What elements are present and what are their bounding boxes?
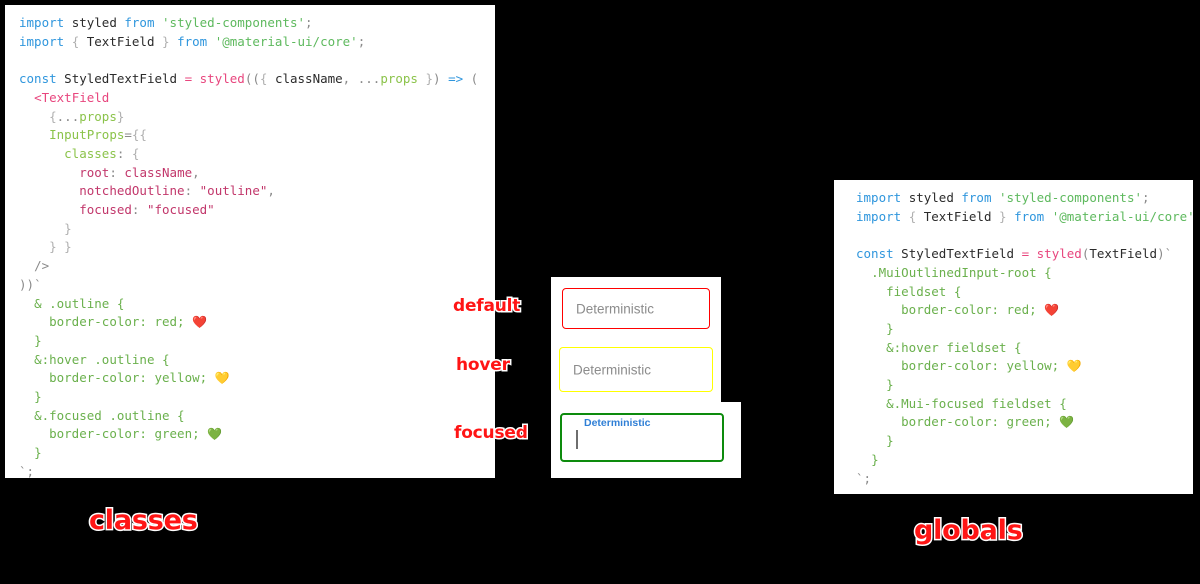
code-line: } xyxy=(34,332,42,348)
code-line: & .outline { xyxy=(34,295,125,311)
code-line: classes: { xyxy=(64,145,140,161)
code-line: } xyxy=(886,320,894,336)
demo-band-default: Deterministic xyxy=(551,277,721,339)
code-line: fieldset { xyxy=(886,283,962,299)
tag-hover: hover xyxy=(455,354,512,377)
code-line: /> xyxy=(34,258,50,274)
textfield-focused[interactable]: Deterministic xyxy=(560,413,724,462)
code-line: `; xyxy=(856,470,872,486)
code-line: import styled from 'styled-components'; xyxy=(19,15,313,30)
code-line: &.focused .outline { xyxy=(34,407,185,423)
code-line: } xyxy=(34,445,42,461)
code-line: &:hover fieldset { xyxy=(886,339,1022,355)
code-line: } } xyxy=(49,239,72,255)
code-line: focused: "focused" xyxy=(79,202,215,218)
tag-focused: focused xyxy=(453,422,530,445)
text-cursor-icon xyxy=(576,430,578,449)
code-line: InputProps={{ xyxy=(49,127,147,143)
code-panel-globals: import styled from 'styled-components'; i… xyxy=(834,180,1193,494)
demo-band-hover: Deterministic xyxy=(551,339,721,402)
demo-band-focused: Deterministic xyxy=(551,402,741,478)
textfield-focused-floating-label: Deterministic xyxy=(580,417,655,429)
code-line: border-color: red; ❤️ xyxy=(901,302,1060,318)
code-line: &:hover .outline { xyxy=(34,351,170,367)
code-line: {...props} xyxy=(49,108,125,124)
code-line: } xyxy=(34,389,42,405)
code-line: <TextField xyxy=(34,89,110,105)
textfield-hover-label: Deterministic xyxy=(573,362,652,377)
code-line: &.Mui-focused fieldset { xyxy=(886,395,1067,411)
code-line xyxy=(856,226,1193,245)
code-line xyxy=(19,51,495,70)
code-line: `; xyxy=(19,463,35,478)
code-line: root: className, xyxy=(79,164,200,180)
code-line: border-color: yellow; 💛 xyxy=(49,370,230,386)
code-line: border-color: red; ❤️ xyxy=(49,314,208,330)
code-line: border-color: green; 💚 xyxy=(49,426,223,442)
tag-globals: globals xyxy=(913,514,1025,548)
textfield-hover[interactable]: Deterministic xyxy=(559,347,713,392)
code-line: border-color: yellow; 💛 xyxy=(901,358,1082,374)
code-panel-classes: import styled from 'styled-components'; i… xyxy=(5,5,495,478)
textfield-default[interactable]: Deterministic xyxy=(562,288,710,329)
code-line: const StyledTextField = styled(({ classN… xyxy=(19,71,479,87)
code-line: border-color: green; 💚 xyxy=(901,414,1075,430)
textfield-default-label: Deterministic xyxy=(576,301,655,316)
code-line: import { TextField } from '@material-ui/… xyxy=(19,33,366,49)
code-line: .MuiOutlinedInput-root { xyxy=(871,264,1052,280)
code-line: } xyxy=(886,433,894,449)
code-line: notchedOutline: "outline", xyxy=(79,183,275,199)
code-line: } xyxy=(871,451,879,467)
textfield-demo-panel: Deterministic Deterministic Deterministi… xyxy=(551,277,741,478)
code-line: import { TextField } from '@material-ui/… xyxy=(856,208,1193,224)
code-line: const StyledTextField = styled(TextField… xyxy=(856,246,1173,262)
code-line: ))` xyxy=(19,276,42,292)
code-line: import styled from 'styled-components'; xyxy=(856,190,1150,205)
code-line: } xyxy=(64,220,72,236)
tag-default: default xyxy=(451,295,521,318)
tag-classes: classes xyxy=(88,504,200,538)
code-line: } xyxy=(886,377,894,393)
